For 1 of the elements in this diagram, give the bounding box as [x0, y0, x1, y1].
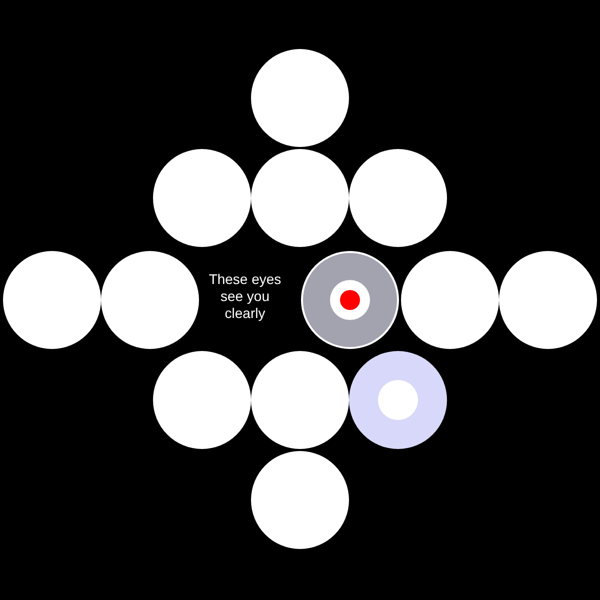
caption-text: These eyes see you clearly	[208, 271, 282, 322]
